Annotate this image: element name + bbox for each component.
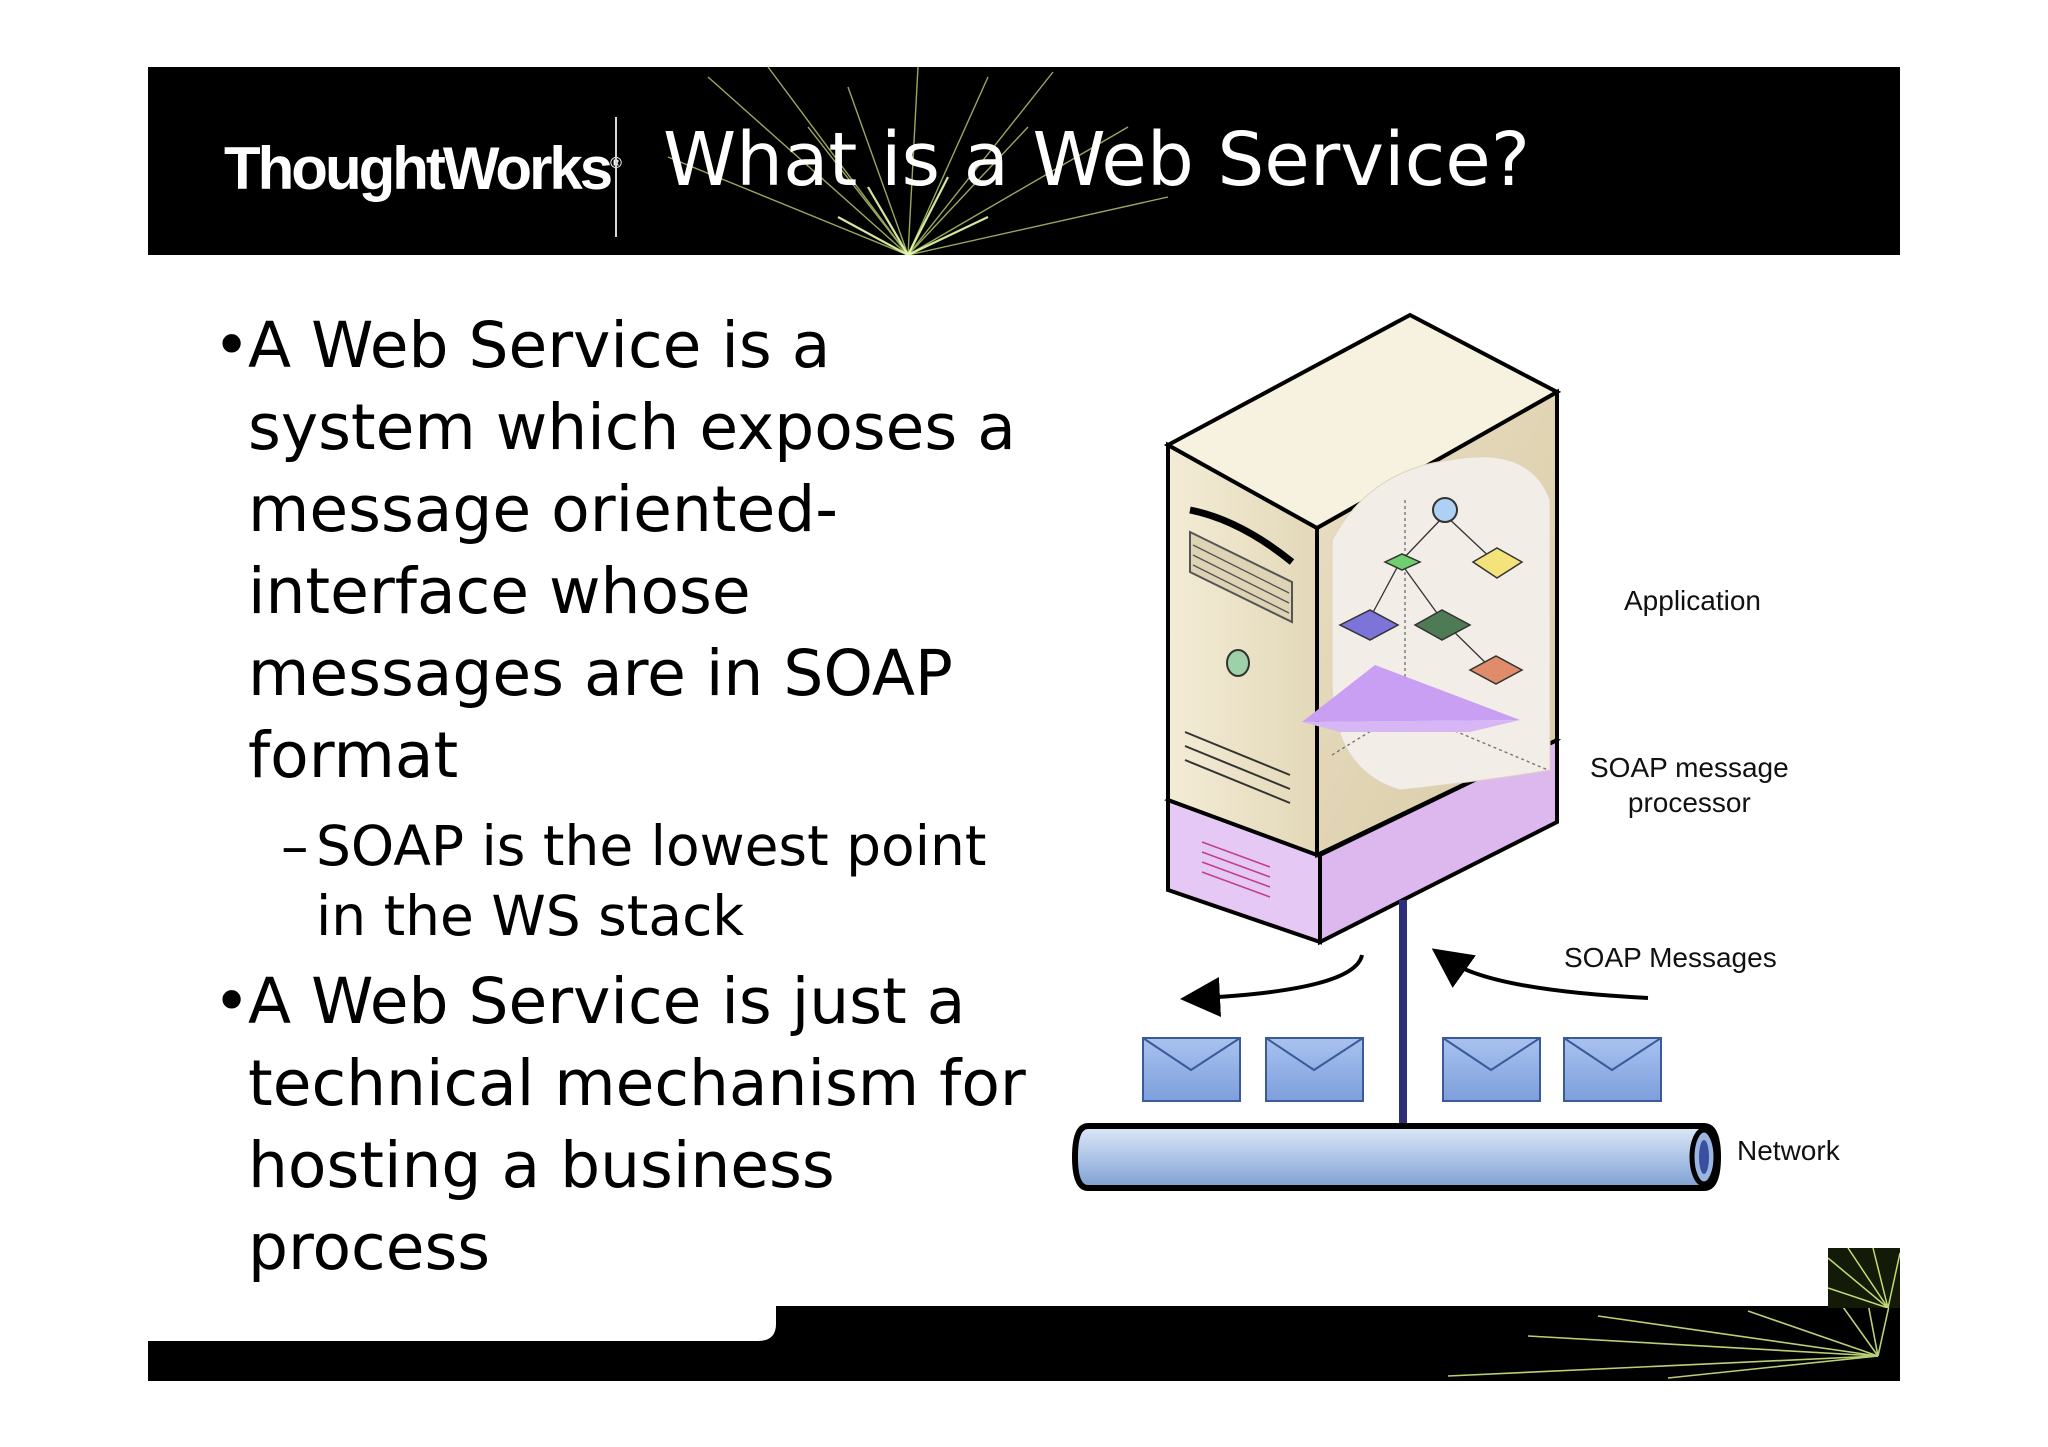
bullet-glyph: • [213,309,251,382]
sub-bullet-line: SOAP is the lowest point [316,814,987,878]
bullet-line: interface whose [248,555,751,628]
bullet-glyph: • [213,965,251,1038]
bullet-line: A Web Service is a [248,309,831,382]
thoughtworks-logo: ThoughtWorks® [224,139,622,199]
bullet-line: technical mechanism for [248,1047,1026,1120]
slide-title: What is a Web Service? [663,117,1531,203]
network-pipe-icon [1071,1123,1722,1191]
bullet-list: • A Web Service is a system which expose… [213,305,1033,1289]
bullet-line: messages are in SOAP [248,637,953,710]
bullet-line: message oriented- [248,473,838,546]
bullet-line: hosting a business [248,1129,835,1202]
bullet-line: A Web Service is just a [248,965,966,1038]
envelope-icon [1142,1037,1241,1102]
bullet-line: process [248,1211,491,1284]
processor-label-line: SOAP message [1590,752,1789,783]
incoming-arrow-icon [1431,948,1649,1000]
network-label: Network [1737,1135,1840,1166]
processor-label: SOAP message processor [1590,750,1789,820]
logo-text: ThoughtWorks [224,135,613,202]
envelope-icon [1563,1037,1662,1102]
footer-spark-icon [1828,1248,1900,1308]
outgoing-arrow-icon [1180,954,1364,1017]
header-band: ThoughtWorks® What is a Web Service? [148,67,1900,255]
bullet-line: format [248,719,459,792]
server-tower-icon [1163,312,1562,859]
sub-bullet-glyph: – [281,814,309,878]
spark-decoration-icon [649,67,1169,255]
footer-band [148,1306,1900,1381]
sub-bullet-item: – SOAP is the lowest point in the WS sta… [213,811,1033,951]
envelope-icon [1265,1037,1364,1102]
bullet-item: • A Web Service is just a technical mech… [213,961,1033,1289]
sub-bullet-line: in the WS stack [316,884,745,948]
soap-messages-label: SOAP Messages [1564,942,1777,973]
envelope-icon [1442,1037,1541,1102]
diagram-canvas [1071,312,1722,1191]
bullet-item: • A Web Service is a system which expose… [213,305,1033,797]
bullet-line: system which exposes a [248,391,1016,464]
header-divider [615,117,617,237]
web-service-diagram: Application SOAP message processor SOAP … [1070,300,1870,1200]
application-label: Application [1624,585,1761,616]
processor-label-line: processor [1627,787,1751,818]
